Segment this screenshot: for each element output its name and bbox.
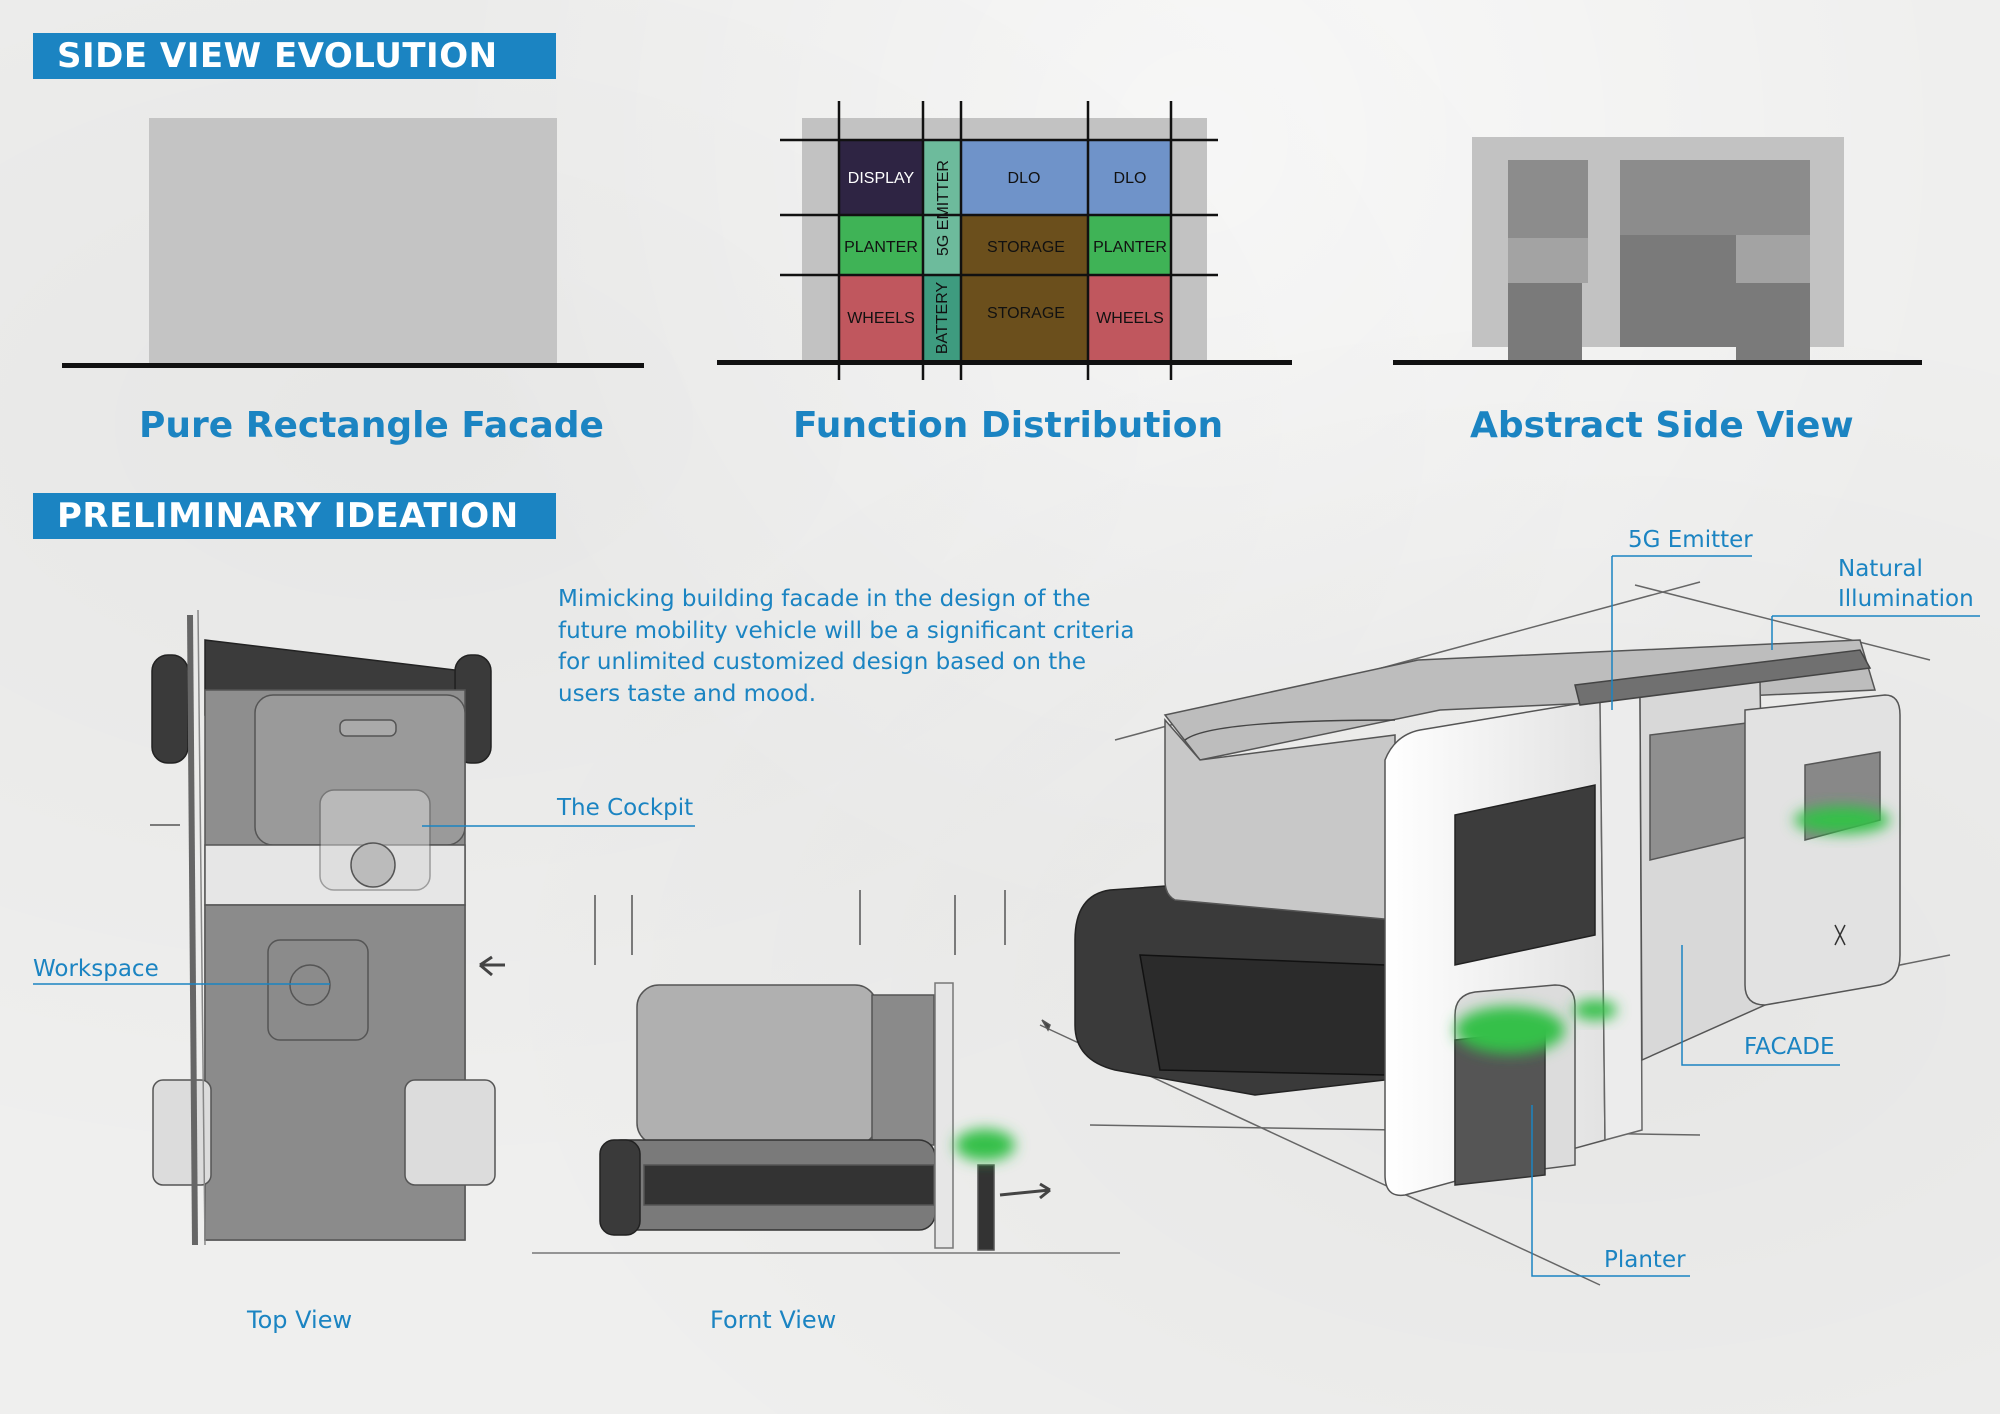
label-cockpit: The Cockpit — [557, 795, 694, 821]
function-distribution-diagram: DISPLAY 5G EMITTER DLO DLO PLANTER STORA… — [717, 101, 1292, 380]
label-natural: Natural — [1838, 556, 1923, 582]
cell-dlo-2 — [1088, 140, 1171, 215]
cell-battery — [923, 275, 961, 362]
cell-display-label: DISPLAY — [848, 170, 915, 187]
ground-line — [1393, 360, 1922, 365]
cell-storage-1-label: STORAGE — [987, 239, 1065, 256]
cell-planter-2 — [1088, 215, 1171, 275]
caption-function-distribution: Function Distribution — [793, 405, 1224, 446]
cell-storage-1 — [961, 215, 1088, 275]
section-banner-side-view: SIDE VIEW EVOLUTION — [33, 33, 556, 79]
description-line: Mimicking building facade in the design … — [558, 586, 1091, 612]
label-illumination: Illumination — [1838, 586, 1974, 612]
description-line: users taste and mood. — [558, 680, 817, 707]
cell-dlo-1-label: DLO — [1008, 170, 1041, 187]
top-view-sketch — [150, 609, 505, 1246]
label-workspace: Workspace — [33, 956, 159, 982]
cell-battery-label: BATTERY — [934, 282, 951, 355]
cell-dlo-2-label: DLO — [1114, 170, 1147, 187]
ground-line — [62, 363, 644, 368]
description-line: future mobility vehicle will be a signif… — [558, 617, 1135, 644]
cell-dlo-1 — [961, 140, 1088, 215]
perspective-vehicle-sketch — [1039, 581, 1951, 1286]
label-facade: FACADE — [1744, 1034, 1835, 1060]
cell-planter-1-label: PLANTER — [844, 239, 918, 256]
pure-rectangle-diagram — [62, 118, 644, 368]
ideation-description: Mimicking building facade in the design … — [558, 584, 1158, 710]
cell-wheels-2-label: WHEELS — [1096, 310, 1164, 327]
cell-wheels-1 — [839, 275, 923, 362]
section-banner-ideation: PRELIMINARY IDEATION — [33, 493, 556, 539]
cell-wheels-2 — [1088, 275, 1171, 362]
label-planter: Planter — [1604, 1247, 1686, 1273]
description-line: for unlimited customized design based on… — [558, 649, 1087, 675]
cell-planter-2-label: PLANTER — [1093, 239, 1167, 256]
cell-storage-2-label: STORAGE — [987, 305, 1065, 322]
label-top-view: Top View — [247, 1306, 353, 1334]
ground-line — [717, 360, 1292, 365]
cell-planter-1 — [839, 215, 923, 275]
caption-pure-rectangle: Pure Rectangle Facade — [139, 405, 604, 446]
leader-lines — [33, 555, 1980, 1277]
cell-storage-2 — [961, 275, 1088, 362]
cell-wheels-1-label: WHEELS — [847, 310, 915, 327]
cell-emitter-label: 5G EMITTER — [935, 160, 952, 256]
function-grid-lines — [780, 101, 1218, 380]
label-5g-emitter: 5G Emitter — [1628, 527, 1753, 553]
cell-display — [839, 140, 923, 215]
abstract-side-view-diagram — [1393, 137, 1922, 365]
caption-abstract-side-view: Abstract Side View — [1470, 405, 1854, 446]
cell-emitter — [923, 140, 961, 275]
front-view-sketch — [532, 890, 1120, 1254]
label-front-view: Fornt View — [710, 1306, 837, 1334]
pure-rectangle — [149, 118, 557, 364]
